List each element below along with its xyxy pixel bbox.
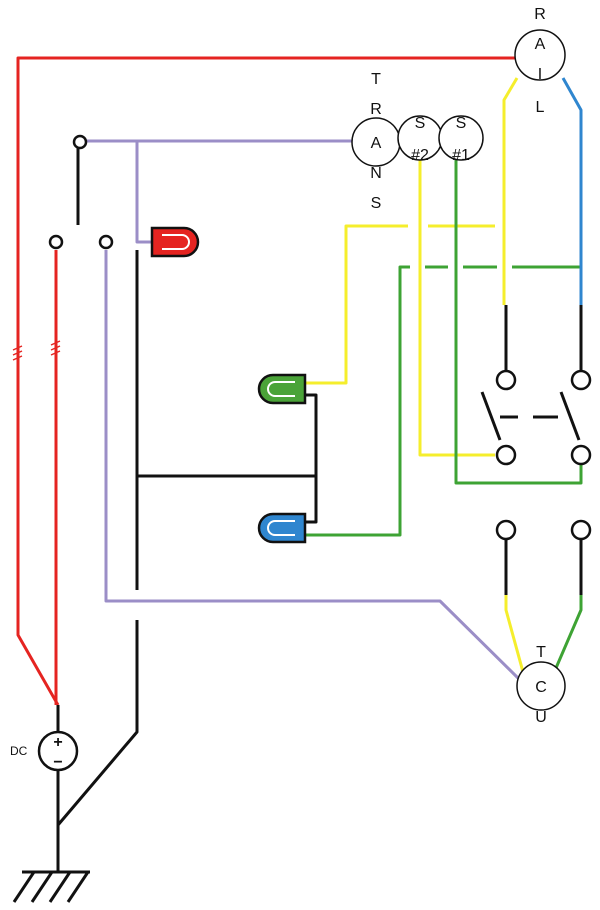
rail-letter-3: I bbox=[538, 66, 542, 83]
fuse-mark-left bbox=[12, 345, 23, 361]
terminal-relay-top-left bbox=[495, 369, 517, 391]
s1-label-top: S bbox=[456, 115, 467, 132]
rail-circle bbox=[514, 29, 566, 81]
led-blue-highlight bbox=[267, 520, 295, 536]
trans-letter-5: S bbox=[371, 195, 382, 212]
trans-letter-2: R bbox=[370, 101, 382, 118]
tcu-component: T C U bbox=[516, 644, 566, 726]
yellow-wires bbox=[305, 77, 525, 673]
terminal-switch-top bbox=[72, 134, 88, 150]
dc-source: + − DC bbox=[10, 705, 79, 772]
led-green bbox=[257, 373, 307, 405]
ground-hatch-1 bbox=[12, 871, 36, 903]
terminal-switch-left bbox=[48, 234, 64, 250]
yellow-wire-tcu-left bbox=[504, 595, 525, 673]
s2-label-top: S bbox=[415, 115, 426, 132]
led-red-body bbox=[150, 226, 200, 258]
tcu-circle bbox=[516, 661, 566, 711]
black-wires bbox=[56, 148, 583, 872]
yellow-wire-green-led-a bbox=[305, 224, 408, 385]
red-wires bbox=[16, 56, 515, 706]
tcu-letter-2: C bbox=[535, 679, 547, 696]
terminal-switch-right bbox=[98, 234, 114, 250]
trans-letter-3: A bbox=[371, 135, 382, 152]
green-wire-s1 bbox=[454, 160, 583, 485]
relay-contact-right bbox=[559, 391, 581, 441]
led-green-highlight bbox=[267, 381, 295, 397]
yellow-wire-rail-left bbox=[502, 77, 519, 305]
purple-wires bbox=[86, 139, 522, 682]
led-red bbox=[150, 226, 200, 258]
trans-component: T R A N S bbox=[351, 71, 401, 212]
black-wire-common-lower bbox=[56, 620, 139, 826]
blue-wire-rail-right bbox=[561, 77, 583, 305]
purple-wire-to-red-led bbox=[135, 141, 152, 244]
red-wire-main-to-rail bbox=[16, 56, 515, 706]
relay-switch bbox=[480, 391, 581, 441]
fuse-marks bbox=[12, 340, 61, 361]
dc-label: DC bbox=[10, 744, 28, 758]
green-wire-tcu-right bbox=[554, 595, 583, 669]
terminal-relay-bottom-right bbox=[570, 444, 592, 466]
trans-letter-4: N bbox=[370, 165, 382, 182]
led-blue-body bbox=[257, 512, 307, 544]
s2-component: S #2 bbox=[397, 115, 443, 164]
fuse-mark-right bbox=[50, 340, 61, 356]
tcu-letter-3: U bbox=[535, 709, 547, 726]
green-wires bbox=[305, 160, 583, 669]
dc-source-circle bbox=[37, 730, 79, 772]
trans-letter-1: T bbox=[371, 71, 381, 88]
rail-letter-4: L bbox=[536, 99, 545, 116]
terminal-relay-top-right bbox=[570, 369, 592, 391]
yellow-wire-s2 bbox=[418, 160, 495, 457]
ground-hatch-4 bbox=[66, 871, 90, 903]
rail-letter-1: R bbox=[534, 6, 546, 23]
black-wire-green-led bbox=[305, 393, 318, 476]
tcu-letter-1: T bbox=[536, 644, 546, 661]
dc-plus-sign: + bbox=[53, 734, 62, 751]
green-wire-blue-led-a bbox=[305, 265, 410, 537]
rail-letter-2: A bbox=[535, 36, 546, 53]
ground-symbol bbox=[12, 870, 90, 903]
purple-wire-switch-to-tcu bbox=[104, 250, 522, 682]
led-green-body bbox=[257, 373, 307, 405]
s1-label-bottom: #1 bbox=[452, 147, 470, 164]
s2-label-bottom: #2 bbox=[411, 147, 429, 164]
s1-component: S #1 bbox=[438, 115, 484, 164]
terminal-tcu-right bbox=[570, 519, 592, 541]
terminal-relay-bottom-left bbox=[495, 444, 517, 466]
rail-component: R A I L bbox=[514, 6, 566, 116]
s1-circle bbox=[438, 115, 484, 161]
ground-hatch-2 bbox=[30, 871, 54, 903]
black-wire-blue-led bbox=[305, 476, 318, 524]
led-blue bbox=[257, 512, 307, 544]
dc-minus-sign: − bbox=[53, 754, 62, 771]
led-red-highlight bbox=[162, 234, 190, 250]
terminals bbox=[48, 134, 592, 541]
ground-hatch-3 bbox=[48, 871, 72, 903]
relay-contact-left bbox=[480, 391, 502, 441]
terminal-tcu-left bbox=[495, 519, 517, 541]
